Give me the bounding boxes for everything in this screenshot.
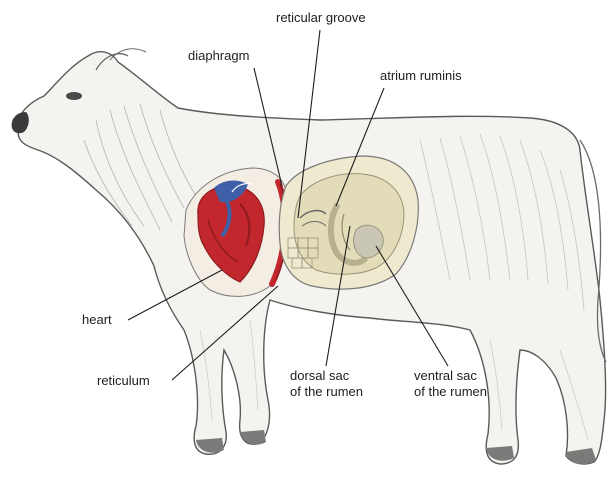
- label-ventral-sac-line1: ventral sac: [414, 368, 487, 384]
- label-diaphragm: diaphragm: [188, 48, 249, 64]
- label-dorsal-sac-line1: dorsal sac: [290, 368, 363, 384]
- label-dorsal-sac: dorsal sac of the rumen: [290, 368, 363, 400]
- label-ventral-sac: ventral sac of the rumen: [414, 368, 487, 400]
- label-reticular-groove: reticular groove: [276, 10, 366, 26]
- label-dorsal-sac-line2: of the rumen: [290, 384, 363, 400]
- label-reticulum: reticulum: [97, 373, 150, 389]
- label-heart: heart: [82, 312, 112, 328]
- label-ventral-sac-line2: of the rumen: [414, 384, 487, 400]
- label-atrium-ruminis: atrium ruminis: [380, 68, 462, 84]
